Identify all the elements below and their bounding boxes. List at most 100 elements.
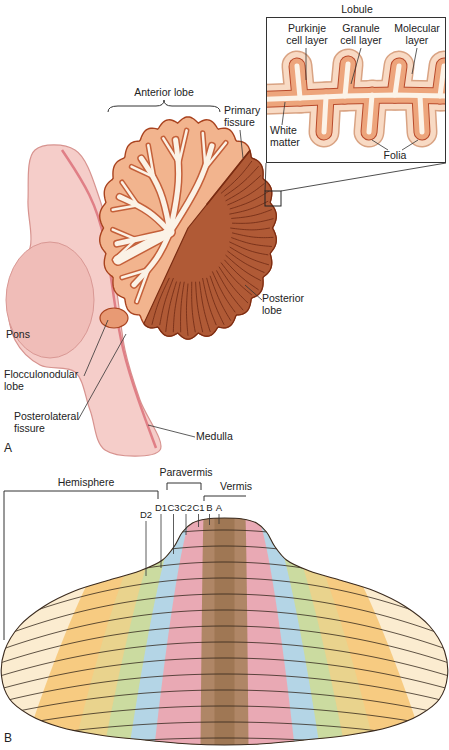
- molecular-layer-band: [324, 97, 326, 132]
- folium-line: [221, 263, 252, 295]
- zone-label: B: [205, 503, 215, 514]
- folium-line: [226, 175, 261, 200]
- molecular-edge: [440, 66, 444, 96]
- region-label: Paravermis: [154, 466, 218, 478]
- folium-line: [196, 282, 203, 333]
- folium-line: [0, 706, 448, 728]
- molecular-layer-band: [395, 66, 399, 95]
- white-matter-core: [420, 96, 422, 132]
- white-matter-core: [440, 66, 444, 96]
- layer-label: Granule cell layer: [334, 22, 388, 46]
- leader-line: [240, 130, 243, 158]
- molecular-edge: [345, 64, 348, 96]
- arbor-vitae-twig: [122, 182, 138, 205]
- folium-line: [230, 191, 269, 209]
- folium-line: [192, 282, 196, 333]
- leader-line: [402, 140, 418, 150]
- folium-line: [207, 278, 224, 325]
- layer-label: Purkinje cell layer: [280, 22, 334, 46]
- arbor-vitae-twig: [137, 269, 149, 301]
- arbor-vitae-twig: [148, 145, 154, 177]
- granule-layer-band: [420, 96, 422, 132]
- folium-line: [232, 233, 273, 238]
- arbor-vitae-twig: [113, 230, 136, 240]
- white-matter-core: [324, 97, 326, 132]
- granule-layer-band: [324, 97, 326, 132]
- molecular-edge: [395, 66, 399, 95]
- molecular-layer-band: [297, 66, 300, 98]
- folium-line: [203, 278, 217, 325]
- c2-zone: [130, 518, 320, 746]
- zone-label: D1: [154, 503, 168, 514]
- lobe-label: Anterior lobe: [114, 86, 214, 98]
- granule-layer-band: [297, 66, 300, 98]
- lobe-bracket: [108, 100, 220, 112]
- folium-line: [0, 530, 448, 585]
- leader-line: [412, 48, 417, 74]
- purkinje-layer-band: [324, 97, 326, 132]
- arbor-vitae-twig: [132, 167, 154, 177]
- purkinje-layer-band: [440, 66, 444, 96]
- arbor-vitae-twig: [114, 239, 136, 259]
- arbor-vitae-twig: [205, 143, 225, 168]
- folium-line: [230, 247, 269, 265]
- leader-line: [148, 425, 195, 437]
- folium-line: [229, 201, 268, 214]
- lobe-label: Flocculonodular lobe: [4, 368, 94, 392]
- fissure-label: Primary fissure: [224, 104, 266, 128]
- lobule-inset: [266, 17, 446, 163]
- structure-label: Medulla: [196, 430, 250, 442]
- molecular-edge: [420, 96, 422, 132]
- arbor-vitae-twig: [113, 205, 138, 209]
- purkinje-layer-band: [345, 64, 348, 96]
- folium-line: [231, 210, 272, 219]
- zone-leader: [198, 514, 199, 527]
- zone-leader: [186, 514, 187, 535]
- leader-line: [351, 48, 361, 84]
- b-zone: [201, 518, 249, 746]
- folium-line: [181, 282, 185, 333]
- hemisphere-zone: [0, 500, 449, 750]
- zone-leader: [161, 514, 162, 568]
- folium-line: [0, 546, 448, 598]
- granule-layer-band: [369, 95, 372, 132]
- arbor-vitae-branch: [141, 158, 170, 232]
- folium-line: [219, 267, 248, 303]
- arbor-vitae-twig: [203, 133, 206, 168]
- c3-zone: [105, 518, 345, 746]
- folium-line: [229, 242, 268, 255]
- c1-zone: [155, 518, 295, 746]
- folium-line: [0, 738, 448, 750]
- white-matter-core: [369, 95, 372, 132]
- anterior-lobe-surface: [100, 117, 277, 339]
- zone-label: C1: [192, 503, 206, 514]
- pons-bulge: [6, 242, 94, 358]
- primary-fissure-line: [207, 151, 250, 205]
- purkinje-layer-band: [420, 96, 422, 132]
- leader-line: [245, 285, 262, 300]
- panel-letter: A: [4, 442, 20, 456]
- structure-label: Folia: [378, 149, 412, 161]
- cerebellum-outline: [1, 518, 448, 745]
- zone-leader: [173, 514, 174, 554]
- purkinje-layer-band: [297, 66, 300, 98]
- molecular-layer-band: [369, 95, 372, 132]
- zone-leader: [146, 521, 147, 576]
- folium-line: [230, 228, 270, 230]
- zone-leader: [219, 514, 220, 524]
- a-zone: [215, 518, 235, 746]
- leader-line: [84, 320, 108, 376]
- paravermis-bracket: [167, 483, 201, 490]
- folium-line: [210, 276, 231, 321]
- folium-line: [0, 626, 448, 663]
- arbor-vitae-twig: [179, 130, 187, 163]
- molecular-layer-band: [345, 64, 348, 96]
- molecular-edge: [324, 97, 326, 132]
- white-matter-core: [345, 64, 348, 96]
- white-matter-core: [395, 66, 399, 95]
- purkinje-layer-band: [369, 95, 372, 132]
- folium-line: [166, 282, 177, 332]
- arbor-vitae-twig: [113, 205, 138, 209]
